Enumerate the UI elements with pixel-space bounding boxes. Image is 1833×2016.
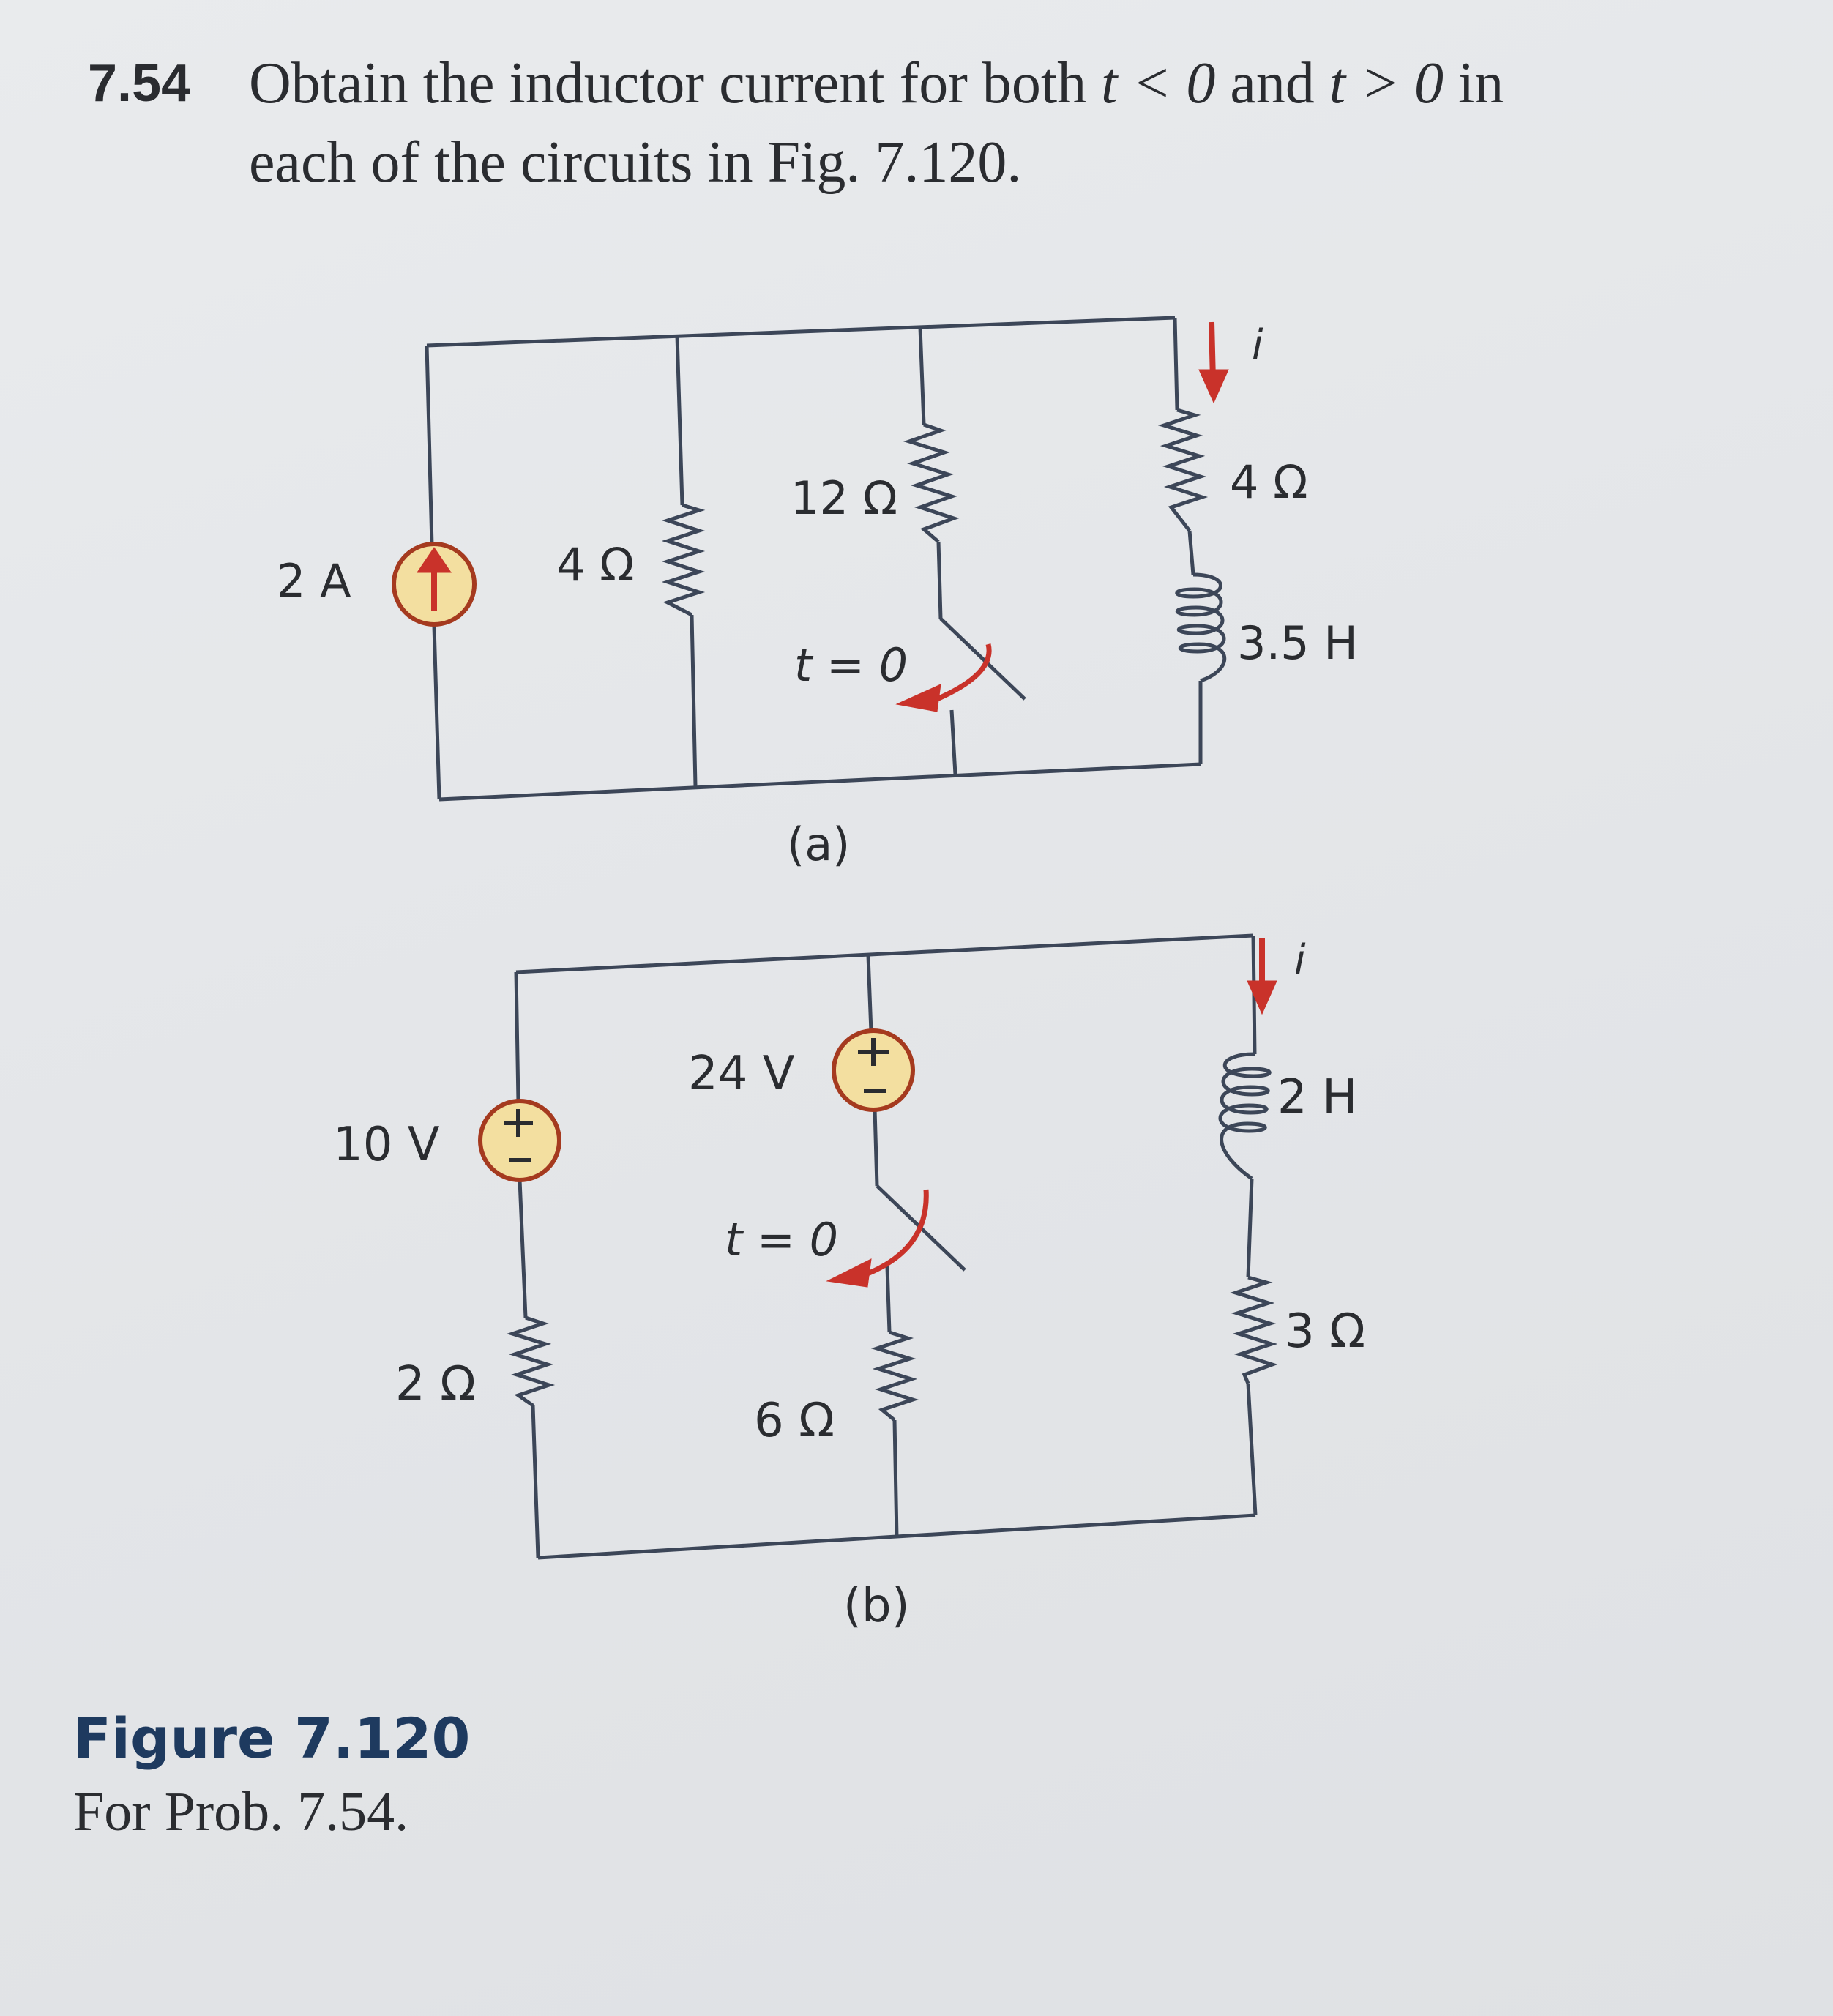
circuit-b-label: (b): [843, 1579, 910, 1633]
circuit-b-top-wire: [515, 933, 1254, 974]
circuit-a-switch: [895, 617, 1026, 712]
circuit-b-resistor-6ohm: [870, 1330, 919, 1422]
circuit-b-resistor-3ohm: [1229, 1275, 1278, 1384]
circuit-a-label: (a): [787, 818, 850, 871]
circuit-a-current-arrow: [1198, 321, 1229, 404]
circuit-a-switch-label: t = 0: [794, 638, 908, 692]
circuit-a-bottom-wire: [438, 762, 1201, 802]
problem-text: Obtain the inductor current for both t <…: [249, 51, 1504, 195]
circuit-b-source2-label: 24 V: [688, 1047, 795, 1101]
circuit-b-current-arrow: [1247, 938, 1277, 1015]
circuit-a-current-source: [392, 542, 477, 627]
figure-number: Figure 7.120: [73, 1706, 471, 1771]
condition-t-negative: t < 0: [1101, 51, 1216, 116]
circuit-b-right-wire: [1246, 935, 1258, 1516]
circuit-a-inductor-label: 3.5 H: [1237, 616, 1358, 670]
circuit-a: 2 A 4 Ω 12 Ω t = 0 4 Ω 3.5 H i (a): [277, 316, 1358, 871]
circuit-b-r3-label: 3 Ω: [1285, 1304, 1365, 1359]
circuit-b-inductor-label: 2 H: [1277, 1070, 1357, 1124]
circuit-a-inductor: [1175, 572, 1227, 683]
circuit-b-left-wire: [514, 971, 540, 1558]
circuit-b-r2-label: 6 Ω: [754, 1394, 835, 1448]
circuit-a-current-label: i: [1252, 321, 1263, 369]
circuit-a-resistor-4ohm-right: [1157, 408, 1209, 532]
circuit-b-switch: [826, 1184, 966, 1288]
figure-subcaption: For Prob. 7.54.: [73, 1781, 409, 1843]
circuit-a-top-wire: [426, 316, 1176, 348]
circuit-b-voltage-source-10v: [478, 1099, 561, 1182]
figure-caption: Figure 7.120 For Prob. 7.54.: [73, 1702, 470, 1848]
circuit-b-inductor: [1218, 1052, 1272, 1181]
circuit-a-source-label: 2 A: [277, 554, 351, 608]
circuit-a-left-wire: [425, 345, 441, 800]
circuit-a-branch4-wire: [1173, 317, 1203, 764]
circuit-a-r3-label: 4 Ω: [1230, 455, 1308, 509]
circuit-b-switch-label: t = 0: [725, 1213, 838, 1266]
problem-number: 7.54: [88, 54, 191, 113]
circuit-a-resistor-4ohm-left: [661, 503, 706, 617]
circuit-b-source1-label: 10 V: [333, 1118, 440, 1172]
condition-t-positive: t > 0: [1329, 51, 1444, 116]
circuit-b-voltage-source-24v: [832, 1028, 915, 1112]
circuit-b-middle-wire: [866, 955, 899, 1538]
circuit-a-resistor-12ohm: [903, 422, 960, 543]
circuit-b-r1-label: 2 Ω: [395, 1357, 476, 1411]
circuit-b: 10 V 24 V t = 0 2 Ω 6 Ω 2 H 3 Ω: [333, 933, 1365, 1633]
circuit-a-branch2-wire: [675, 335, 698, 787]
circuit-a-r1-label: 4 Ω: [556, 538, 635, 591]
circuit-b-resistor-2ohm: [506, 1315, 556, 1408]
circuit-a-branch3-wire: [918, 326, 957, 775]
circuit-a-r2-label: 12 Ω: [791, 471, 897, 525]
circuit-b-current-label: i: [1294, 936, 1306, 984]
